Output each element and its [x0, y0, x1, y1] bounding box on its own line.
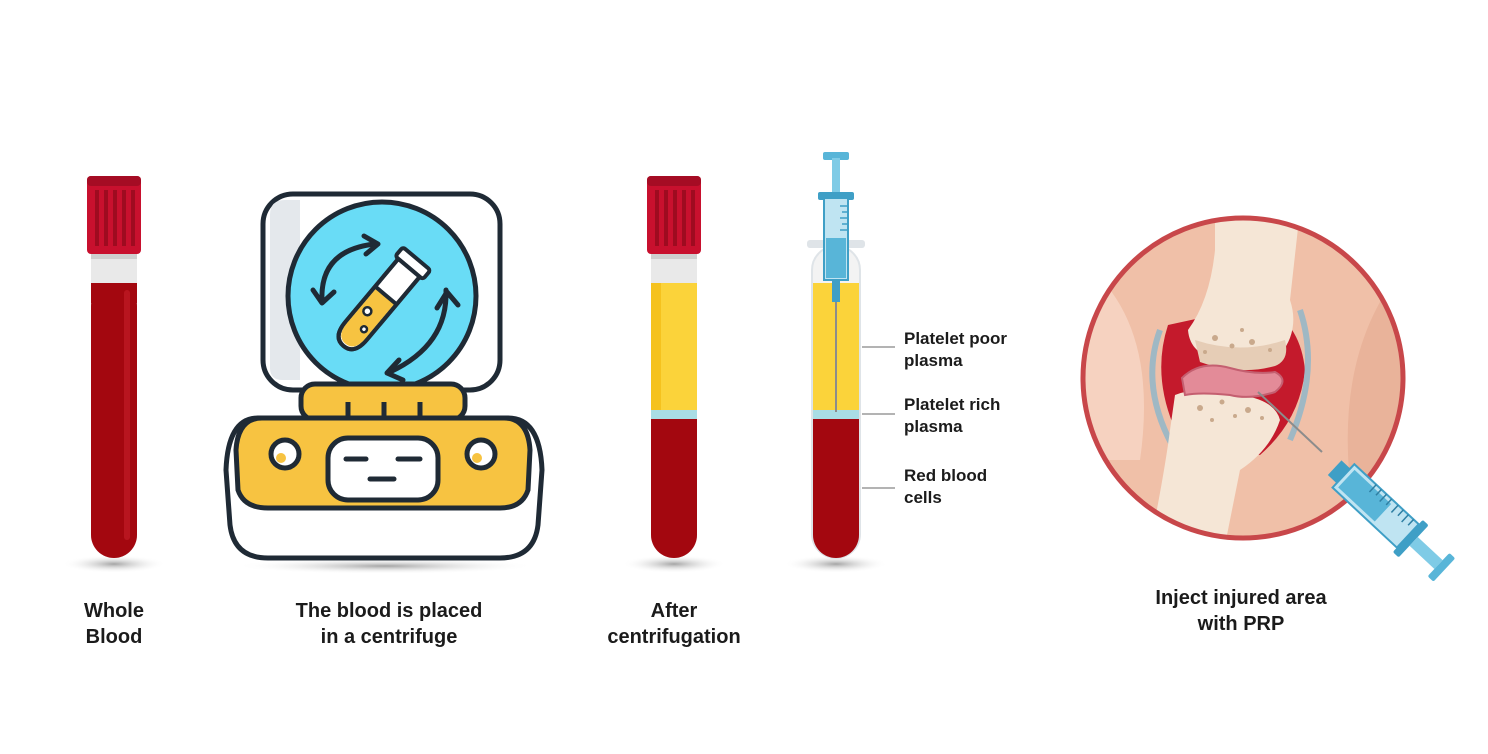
centrifuged-tube — [622, 176, 726, 573]
caption-centrifuge: The blood is placed in a centrifuge — [259, 598, 519, 650]
label-platelet-poor-plasma: Platelet poor plasma — [904, 328, 1007, 372]
centrifuge-knob-left — [268, 437, 302, 471]
joint-injection — [1080, 215, 1455, 581]
caption-line: centrifugation — [607, 626, 741, 648]
lower-bone — [1150, 390, 1280, 538]
syringe-icon — [818, 152, 854, 412]
centrifuge — [223, 191, 545, 574]
label-line: Red blood — [904, 466, 988, 485]
label-red-blood-cells: Red blood cells — [904, 465, 987, 509]
rotate-arrows-icon — [310, 233, 461, 383]
label-line: Platelet poor — [904, 329, 1007, 348]
caption-after-centrifugation: After centrifugation — [564, 598, 784, 650]
caption-line: Inject injured area — [1155, 587, 1327, 609]
red-cell-layer — [651, 418, 697, 558]
label-platelet-rich-plasma: Platelet rich plasma — [904, 394, 1000, 438]
tube-cap — [87, 176, 141, 254]
caption-line: in a centrifuge — [320, 626, 458, 648]
label-line: plasma — [904, 417, 963, 436]
caption-inject: Inject injured area with PRP — [1111, 585, 1371, 637]
caption-line: with PRP — [1197, 613, 1285, 635]
extraction-tube — [784, 152, 895, 573]
tube-shadow — [62, 555, 166, 573]
caption-whole-blood: Whole Blood — [34, 598, 194, 650]
upper-bone — [1188, 218, 1300, 365]
injection-syringe-icon — [1257, 391, 1455, 581]
whole-blood-tube — [62, 176, 166, 573]
caption-line: Blood — [85, 626, 143, 648]
caption-line: Whole — [84, 600, 144, 622]
test-tube-icon — [336, 246, 432, 352]
label-line: cells — [904, 488, 942, 507]
caption-line: The blood is placed — [295, 600, 483, 622]
joint-ring — [1080, 215, 1406, 541]
caption-line: After — [650, 600, 698, 622]
cartilage — [1180, 364, 1284, 398]
centrifuge-display — [325, 435, 441, 503]
whole-blood-fill — [91, 283, 137, 558]
label-line: plasma — [904, 351, 963, 370]
buffy-coat-layer — [651, 410, 697, 419]
label-line: Platelet rich — [904, 395, 1001, 414]
centrifuge-knob-right — [464, 437, 498, 471]
tube-cap — [647, 176, 701, 254]
